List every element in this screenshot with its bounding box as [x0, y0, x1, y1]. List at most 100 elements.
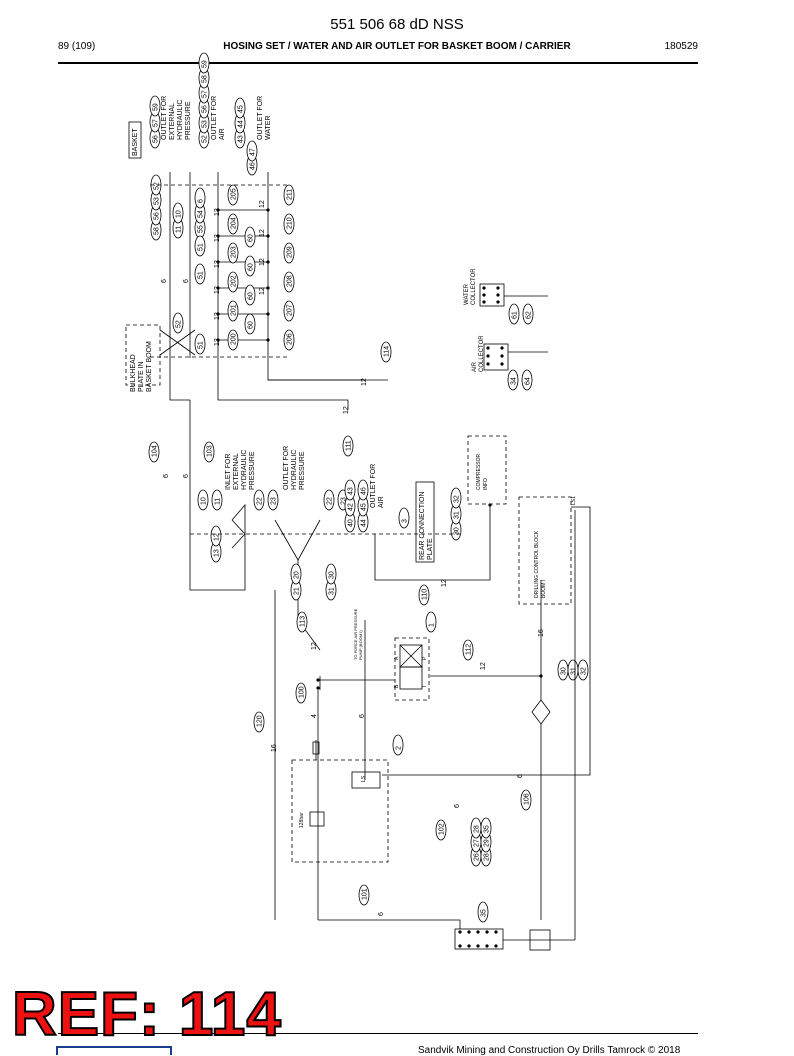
callout-number: 2 — [396, 746, 403, 750]
callout-number: 28 — [474, 825, 481, 833]
callout-number: 57 — [153, 119, 160, 127]
callout-bubble — [148, 441, 160, 463]
hose-size: 4 — [311, 714, 318, 718]
junction-dot — [216, 234, 220, 238]
callout-number: 203 — [231, 246, 238, 258]
callout-number: 112 — [466, 644, 473, 655]
outlet-hyd-ext-label: OUTLET FOR — [161, 96, 168, 140]
drilling-block-box — [518, 496, 572, 605]
hose-line — [374, 505, 491, 581]
callout-bubble — [577, 659, 589, 681]
callout-bubble — [325, 563, 337, 585]
hose-size: 12 — [311, 642, 318, 650]
compressor-label: COMPRESSOR — [476, 453, 482, 490]
callout-bubble — [244, 226, 256, 248]
callout-bubble — [283, 213, 295, 235]
callout-number: 20 — [294, 571, 301, 579]
callout-bubble — [480, 817, 492, 839]
compressor-label: INFO — [483, 478, 489, 490]
callout-number: 22 — [327, 497, 334, 505]
junction-dot — [486, 362, 490, 366]
hose-line — [169, 172, 190, 401]
callout-bubble — [295, 682, 307, 704]
inlet-hyd-ext-label: HYDRAULIC — [241, 450, 248, 490]
callout-number: 31 — [454, 511, 461, 519]
outlet-air2-label: OUTLET FOR — [370, 464, 377, 508]
footer-divider — [58, 1033, 698, 1034]
junction-dot — [494, 930, 498, 934]
water-collector-label: WATER — [464, 283, 470, 305]
hose-size: 12 — [214, 208, 221, 216]
junction-dot — [316, 678, 320, 682]
hose-size: 6 — [454, 804, 461, 808]
callout-bubble — [172, 202, 184, 224]
junction-dot — [500, 354, 504, 358]
junction-dot — [488, 503, 492, 507]
callout-number: 30 — [454, 527, 461, 535]
callout-number: 208 — [287, 275, 294, 287]
callout-bubble — [198, 52, 210, 74]
air-collector-block — [483, 343, 509, 371]
hose-size: 12 — [441, 579, 448, 587]
junction-dot — [496, 293, 500, 297]
outlet-hyd-ext-label: EXTERNAL — [169, 103, 176, 140]
hose-line — [399, 644, 423, 668]
rear-plate-label: REAR CONNECTION — [419, 492, 426, 560]
document-code: 551 506 68 dD NSS — [330, 16, 464, 33]
callout-number: 3 — [402, 519, 409, 523]
callout-number: 113 — [300, 616, 307, 627]
callout-number: 23 — [341, 497, 348, 505]
callout-number: 13 — [214, 549, 221, 557]
callout-bubble — [380, 341, 392, 363]
callout-number: 204 — [231, 217, 238, 229]
callout-number: 11 — [215, 498, 222, 505]
callout-number: 60 — [248, 292, 255, 300]
callout-number: 26 — [474, 853, 481, 861]
callout-number: 42 — [348, 503, 355, 511]
callout-number: 58 — [202, 75, 209, 83]
callout-bubble — [234, 97, 246, 119]
callout-bubble — [210, 525, 222, 547]
junction-dot — [266, 208, 270, 212]
junction-dot — [476, 930, 480, 934]
outlet-air-label: OUTLET FOR — [211, 96, 218, 140]
callout-number: 60 — [248, 321, 255, 329]
hose-size: 12 — [259, 287, 266, 295]
callout-number: 54 — [198, 210, 205, 218]
callout-bubble — [203, 441, 215, 463]
callout-number: 59 — [202, 60, 209, 68]
junction-dot — [216, 260, 220, 264]
callout-number: 56 — [202, 105, 209, 113]
callout-bubble — [435, 819, 447, 841]
outlet-hyd-ext-label: PRESSURE — [185, 101, 192, 140]
callout-number: 27 — [474, 839, 481, 847]
hose-line — [318, 919, 461, 929]
callout-number: 31 — [329, 587, 336, 595]
bulkhead-plate-box — [125, 324, 161, 386]
junction-dot — [496, 286, 500, 290]
pressure-label: 128bar — [299, 812, 305, 828]
callout-number: 47 — [250, 148, 257, 156]
callout-number: 46 — [250, 162, 257, 170]
callout-number: 35 — [484, 825, 491, 833]
callout-bubble — [283, 242, 295, 264]
bulkhead-label: BASKET BOOM — [146, 341, 153, 392]
callout-number: 30 — [329, 571, 336, 579]
callout-number: 51 — [198, 341, 205, 349]
callout-bubble — [283, 329, 295, 351]
callout-number: 11 — [176, 226, 183, 233]
callout-bubble — [227, 300, 239, 322]
hose-size: 12 — [214, 338, 221, 346]
callout-bubble — [197, 489, 209, 511]
callout-bubble — [194, 263, 206, 285]
callout-number: 200 — [231, 333, 238, 345]
outlet-water-label: OUTLET FOR — [257, 96, 264, 140]
basket-label: BASKET — [132, 128, 139, 156]
hose-line — [382, 506, 591, 776]
callout-bubble — [477, 901, 489, 923]
callout-number: 58 — [154, 227, 161, 235]
callout-number: 35 — [481, 909, 488, 917]
callout-bubble — [253, 711, 265, 733]
callout-number: 101 — [362, 888, 369, 900]
callout-number: 28 — [484, 853, 491, 861]
